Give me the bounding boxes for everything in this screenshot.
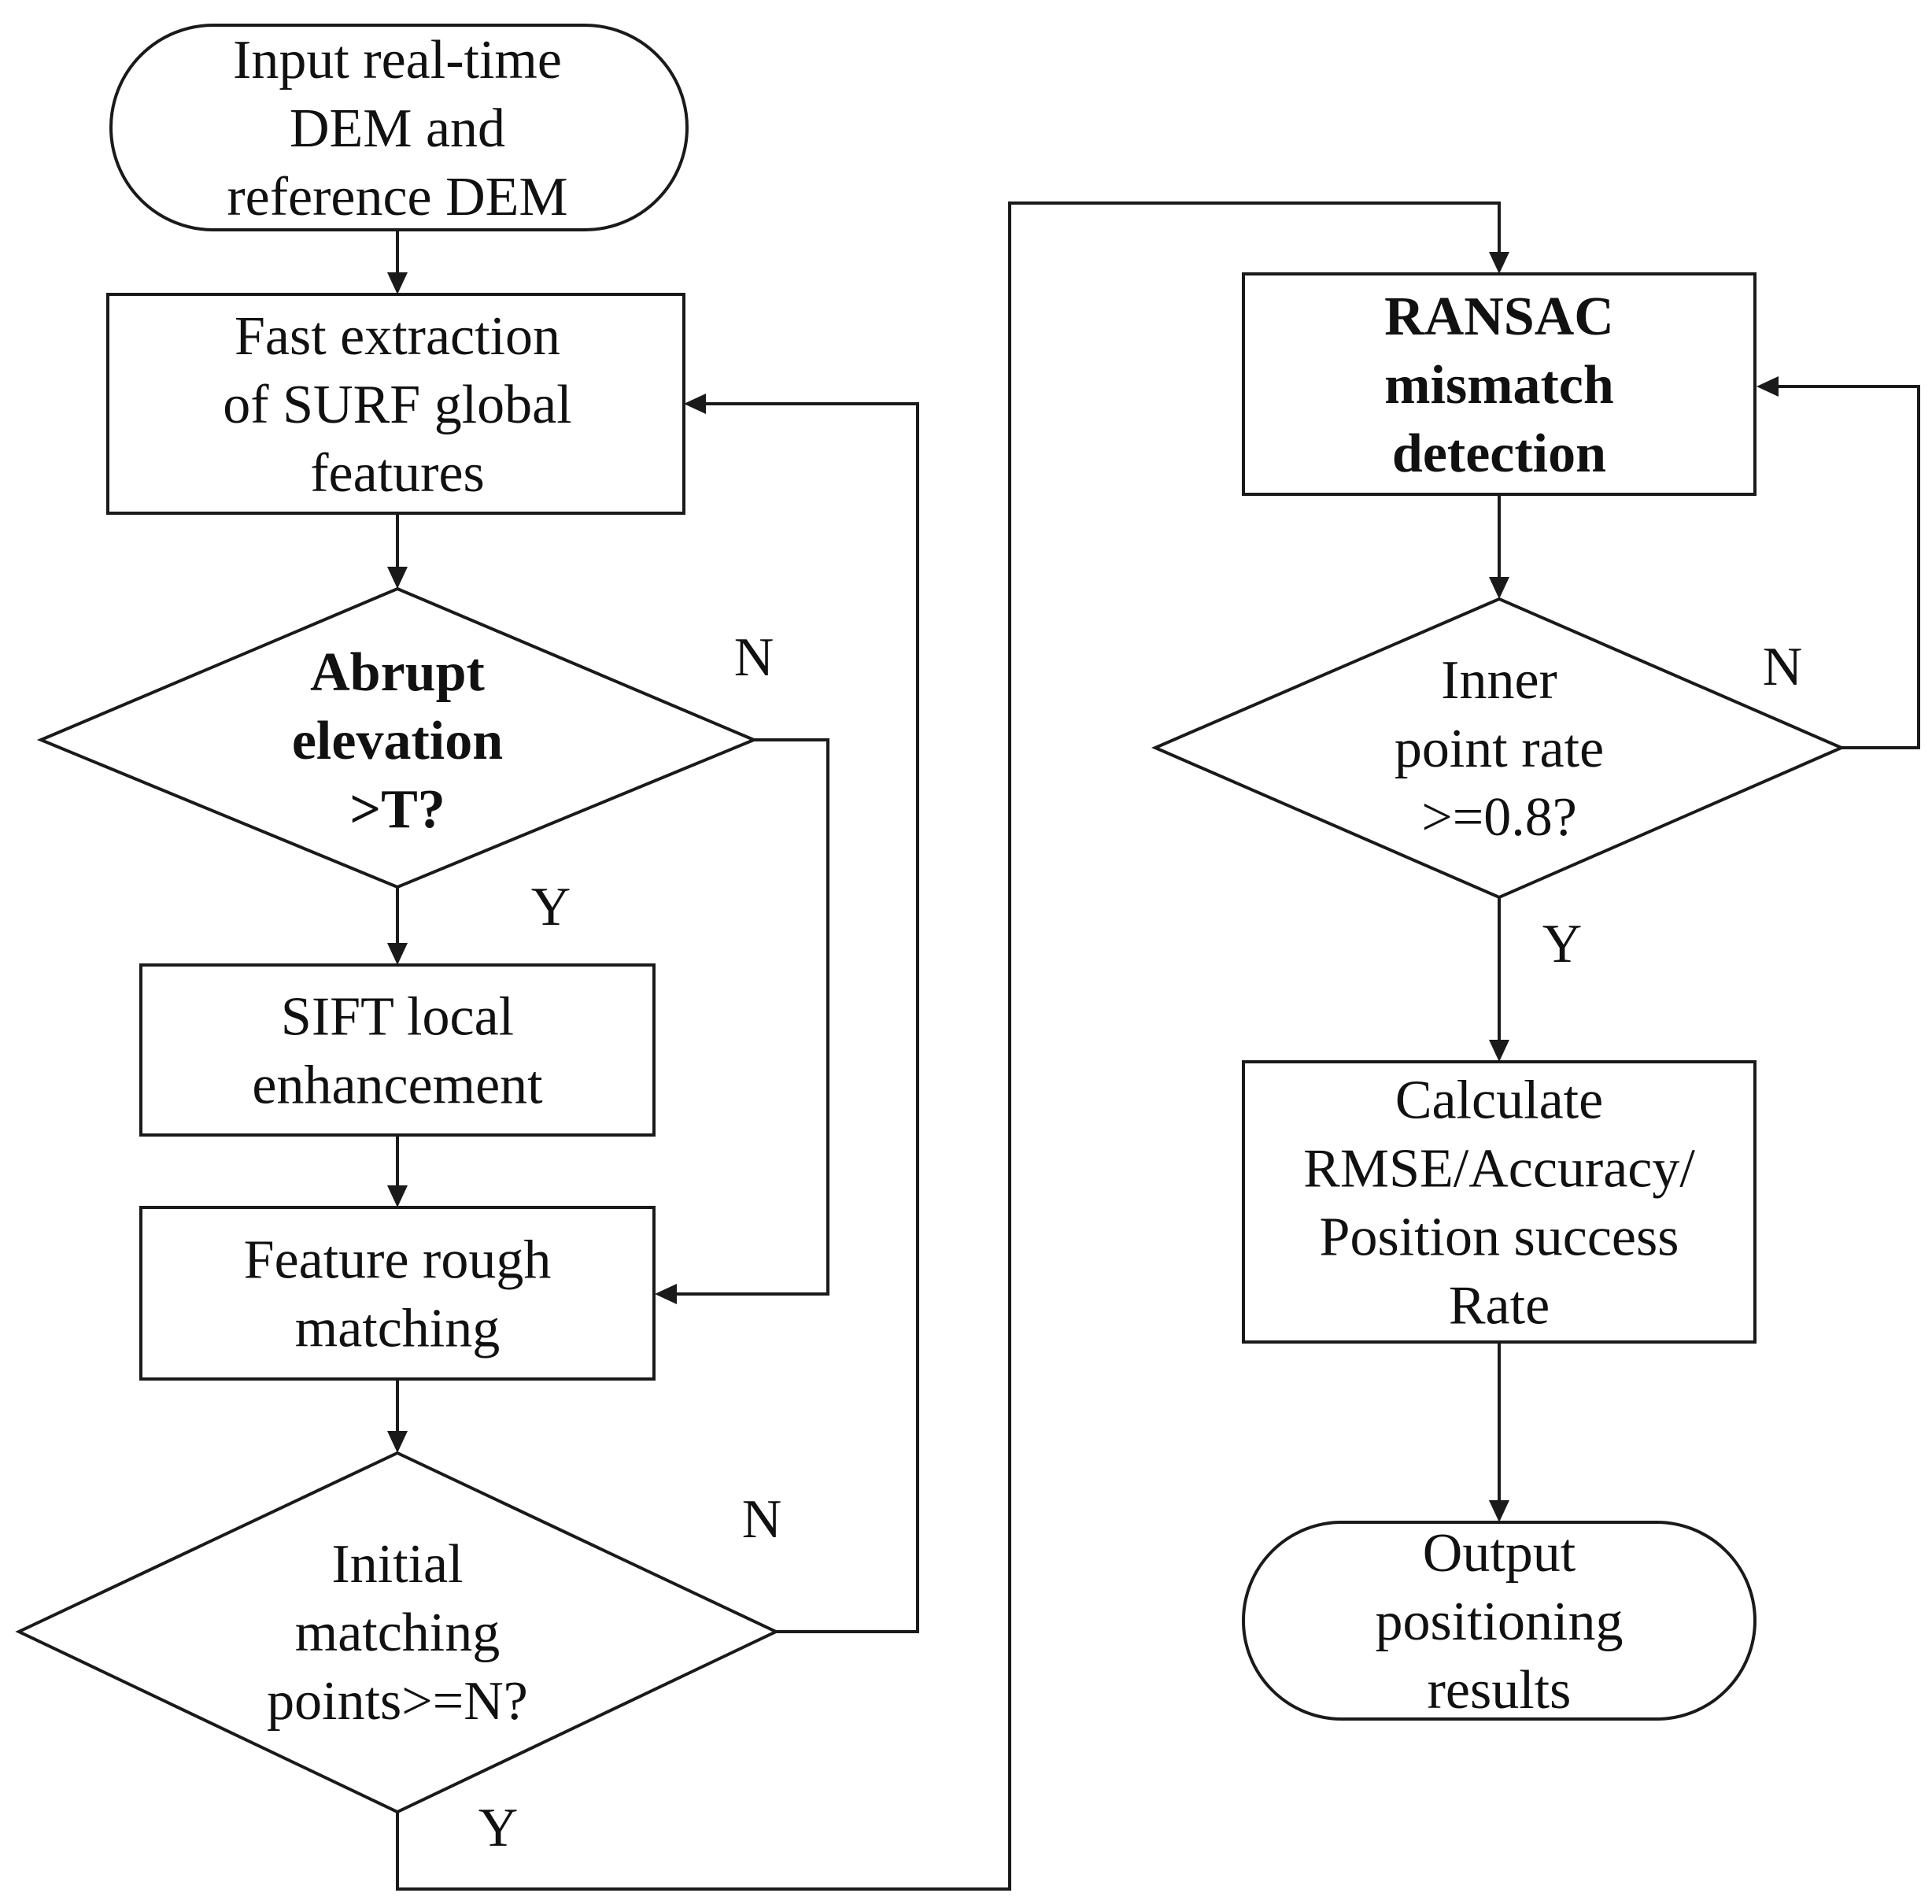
sift-label-line: enhancement xyxy=(252,1056,543,1116)
rough-matching-box: Feature rough matching xyxy=(139,1206,656,1381)
calc-label-line: Position success xyxy=(1320,1207,1679,1268)
calc-label-line: Rate xyxy=(1449,1276,1550,1336)
arrowhead-ransac-right xyxy=(1757,376,1779,397)
surf-extraction-box: Fast extraction of SURF global features xyxy=(106,293,685,515)
rough-label-line: matching xyxy=(295,1299,500,1359)
initial-label-line: Initial xyxy=(331,1534,463,1595)
sift-enhancement-box: SIFT local enhancement xyxy=(139,963,656,1137)
abrupt-yes-label: Y xyxy=(531,877,571,937)
connectors xyxy=(387,201,1920,1891)
initial-matching-decision: Initial matching points>=N? xyxy=(15,1451,780,1814)
input-label-line: DEM and xyxy=(290,98,505,159)
arrowhead-inner-top xyxy=(1489,577,1509,599)
arrowhead-calc-top xyxy=(1489,1040,1509,1062)
calc-label-line: RMSE/Accuracy/ xyxy=(1303,1139,1695,1200)
output-label: Output positioning results xyxy=(1375,1523,1623,1721)
ransac-box: RANSAC mismatch detection xyxy=(1242,272,1757,496)
rough-matching-label: Feature rough matching xyxy=(244,1230,552,1359)
ransac-label-line: RANSAC xyxy=(1384,287,1614,347)
arrowhead-rough-top xyxy=(387,1185,408,1207)
abrupt-label-line: >T? xyxy=(349,779,445,840)
abrupt-no-label: N xyxy=(734,627,774,688)
abrupt-elevation-label: Abrupt elevation >T? xyxy=(292,642,503,840)
inner-point-decision: Inner point rate >=0.8? xyxy=(1151,597,1846,900)
connector-initial-no-to-surf xyxy=(703,402,919,1633)
arrowhead-surf-right xyxy=(684,394,706,414)
initial-label-line: points>=N? xyxy=(267,1671,528,1732)
connector-inner-no-to-ransac xyxy=(1775,385,1920,749)
output-terminator: Output positioning results xyxy=(1242,1521,1757,1721)
surf-extraction-label: Fast extraction of SURF global features xyxy=(223,306,571,504)
ransac-label: RANSAC mismatch detection xyxy=(1384,287,1614,484)
arrowhead-ransac-top xyxy=(1489,252,1509,274)
ransac-label-line: detection xyxy=(1392,423,1606,484)
arrowhead-surf-top xyxy=(387,272,408,294)
inner-point-label: Inner point rate >=0.8? xyxy=(1395,650,1604,848)
inner-yes-label: Y xyxy=(1542,914,1583,974)
initial-matching-label: Initial matching points>=N? xyxy=(267,1534,528,1732)
surf-label-line: of SURF global xyxy=(223,375,571,435)
inner-no-label: N xyxy=(1763,637,1803,697)
inner-label-line: >=0.8? xyxy=(1421,787,1577,848)
arrowhead-initial-top xyxy=(387,1431,408,1453)
initial-label-line: matching xyxy=(295,1603,500,1663)
input-label-line: reference DEM xyxy=(227,167,567,227)
arrowhead-sift-top xyxy=(387,943,408,965)
initial-yes-label: Y xyxy=(478,1798,519,1858)
initial-no-label: N xyxy=(742,1489,782,1550)
rough-label-line: Feature rough xyxy=(244,1230,552,1291)
connector-initial-yes-to-ransac xyxy=(396,201,1501,1891)
arrowhead-rough-right xyxy=(655,1284,677,1304)
abrupt-label-line: elevation xyxy=(292,711,503,771)
inner-label-line: Inner xyxy=(1441,650,1557,711)
abrupt-elevation-decision: Abrupt elevation >T? xyxy=(36,586,759,889)
surf-label-line: Fast extraction xyxy=(235,306,560,367)
connector-abrupt-no-to-rough xyxy=(674,738,829,1296)
arrowhead-output-top xyxy=(1489,1500,1509,1522)
input-label-line: Input real-time xyxy=(233,30,562,91)
surf-label-line: features xyxy=(310,443,485,504)
output-label-line: positioning xyxy=(1375,1592,1623,1652)
output-label-line: Output xyxy=(1423,1523,1576,1584)
arrowhead-abrupt-top xyxy=(387,567,408,589)
sift-label-line: SIFT local xyxy=(281,987,514,1048)
sift-enhancement-label: SIFT local enhancement xyxy=(252,987,543,1116)
ransac-label-line: mismatch xyxy=(1384,355,1614,416)
branch-labels: N Y N Y N Y xyxy=(478,627,1803,1858)
calc-label-line: Calculate xyxy=(1395,1070,1603,1131)
abrupt-label-line: Abrupt xyxy=(310,642,485,703)
inner-label-line: point rate xyxy=(1395,719,1604,779)
output-label-line: results xyxy=(1428,1660,1572,1721)
